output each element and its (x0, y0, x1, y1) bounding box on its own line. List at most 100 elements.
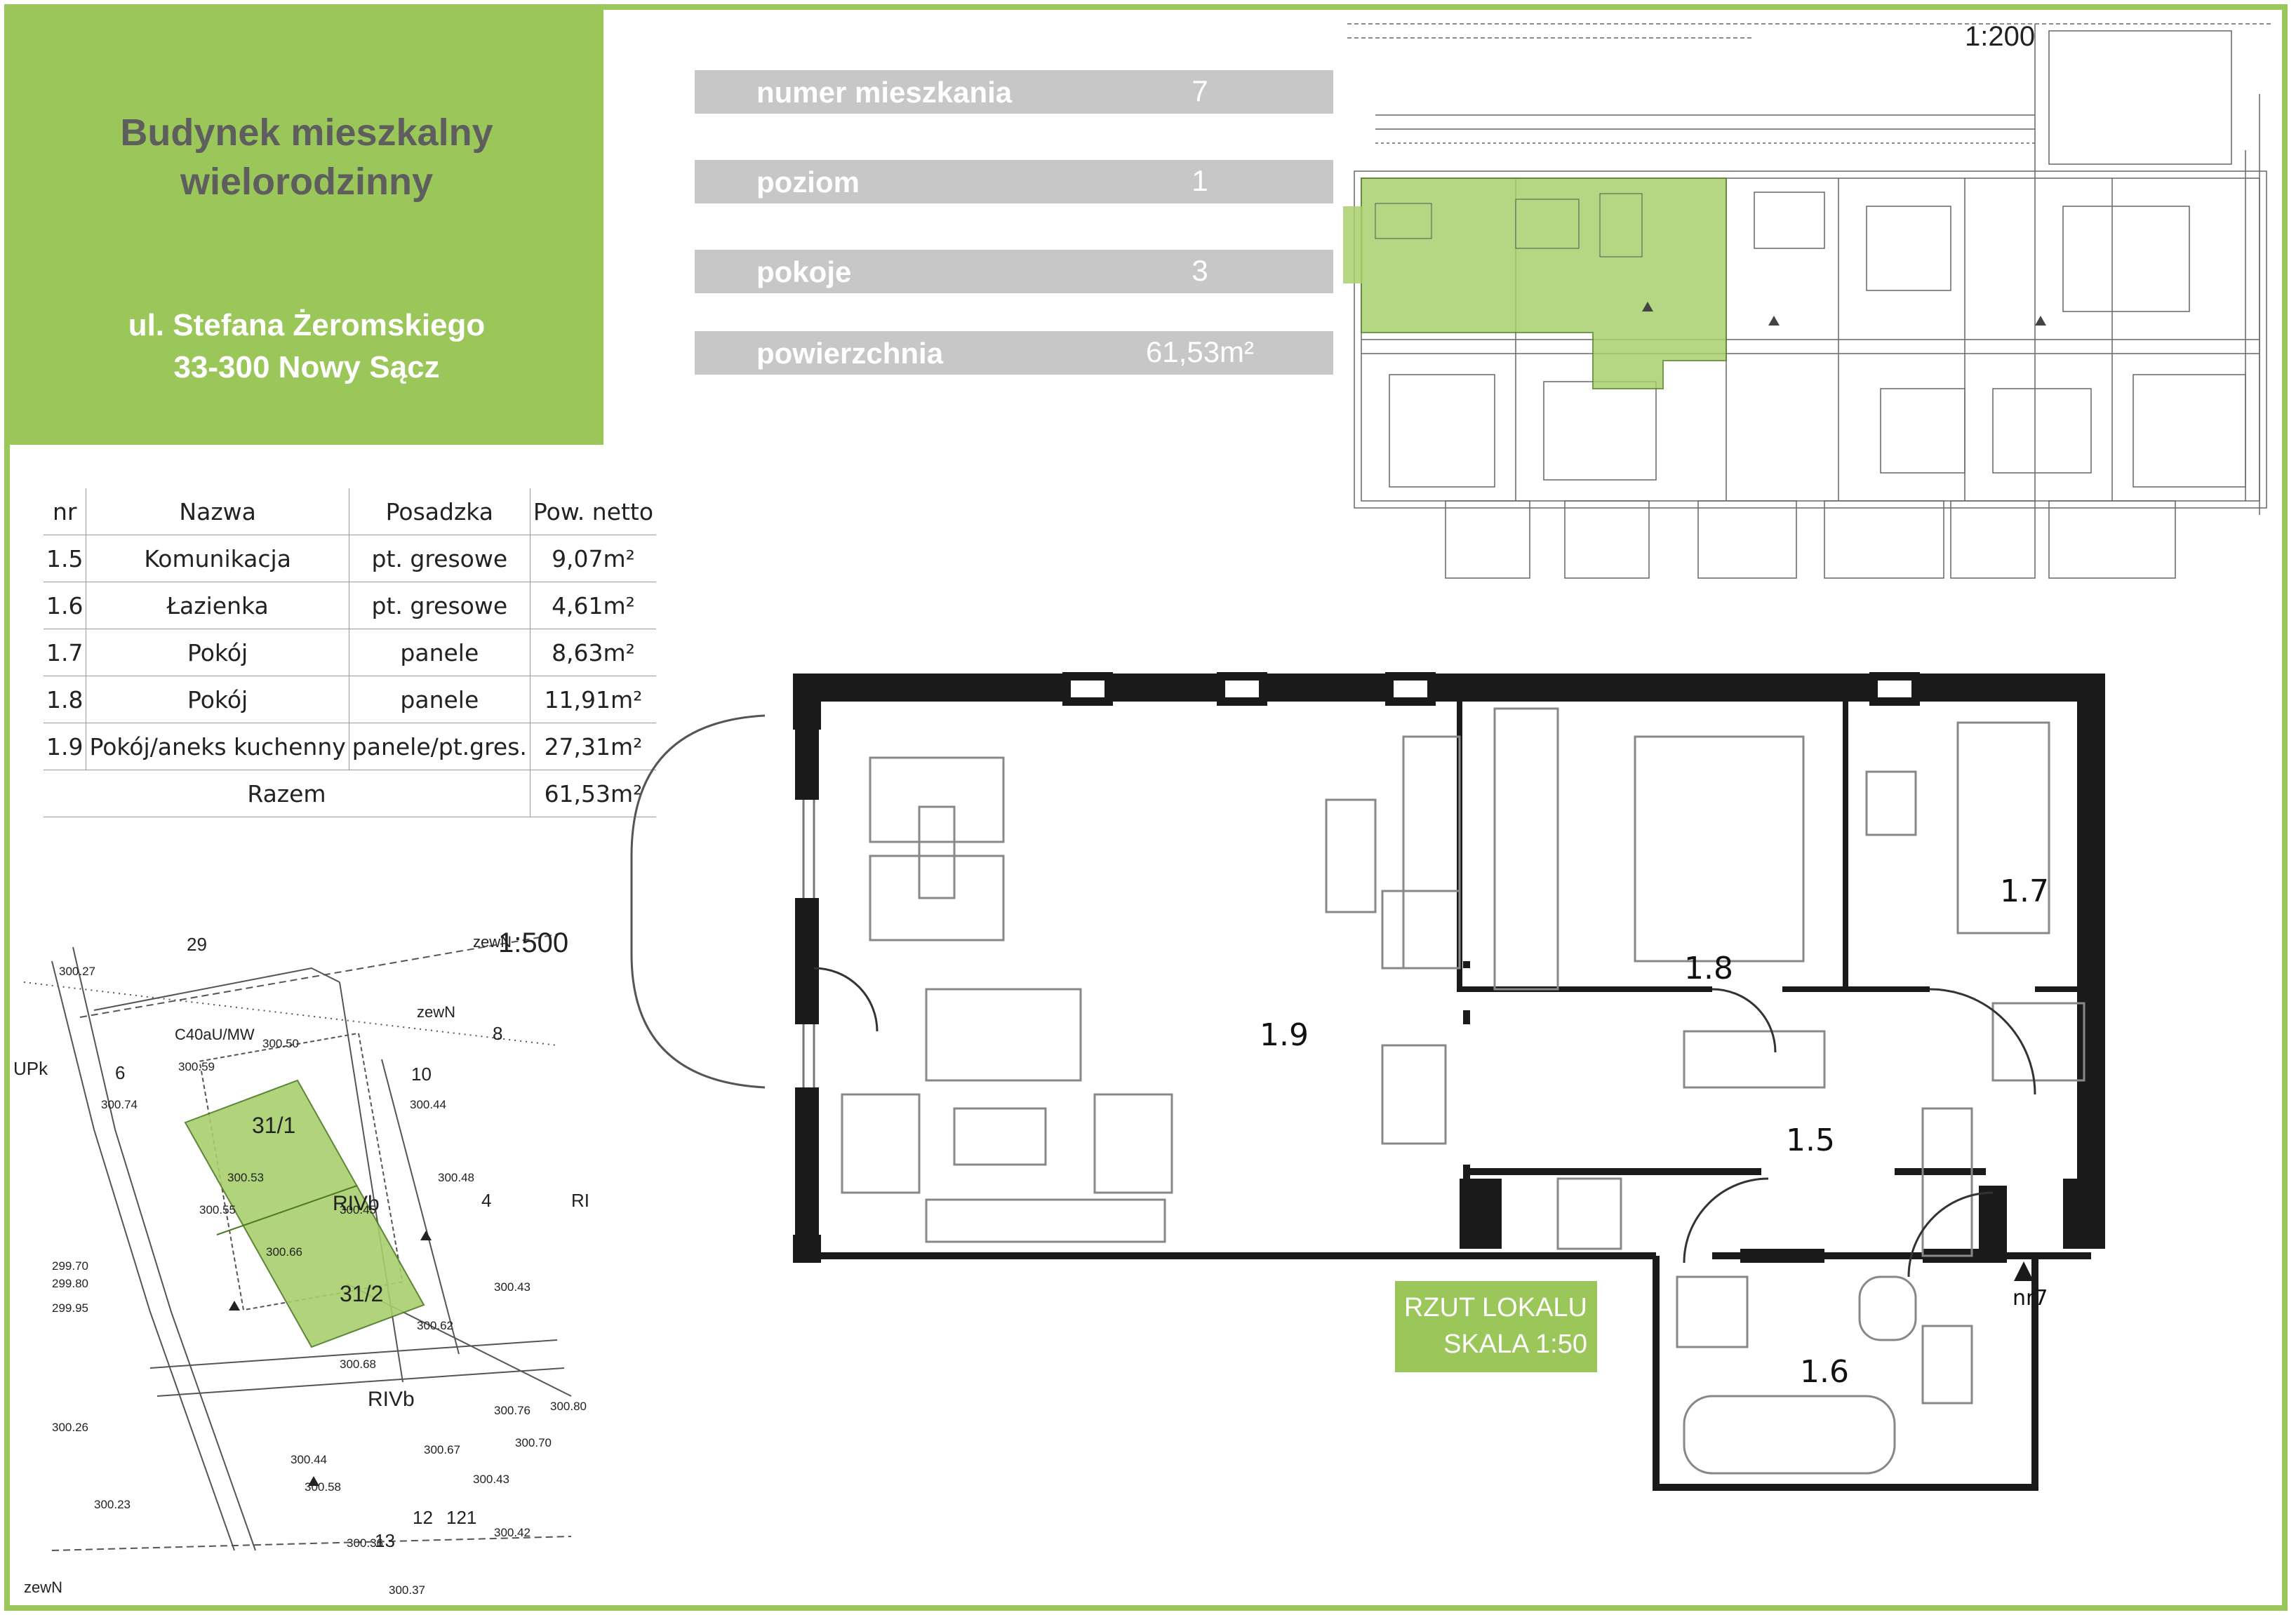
room-area: 9,07m² (529, 535, 657, 582)
room-name: Pokój/aneks kuchenny (86, 723, 349, 770)
info-value: 61,53m² (1145, 335, 1255, 368)
room-floor: panele (348, 676, 530, 723)
room-label: 1.9 (1260, 1017, 1309, 1053)
room-label: 1.5 (1786, 1123, 1835, 1158)
soil-class: RIVb (368, 1388, 415, 1411)
site-label: 4 (481, 1190, 491, 1211)
height-mark: 300.70 (515, 1436, 552, 1449)
parcel-number: 31/1 (252, 1113, 295, 1138)
room-floor: pt. gresowe (348, 582, 530, 629)
height-mark: 300.26 (52, 1421, 88, 1434)
height-mark: 300.68 (340, 1358, 376, 1371)
site-label: 13 (375, 1530, 395, 1551)
height-mark: 300.45 (340, 1203, 376, 1217)
building-floor-plan (1343, 23, 2274, 579)
page-frame (4, 4, 2288, 1611)
info-value: 1 (1192, 164, 1208, 197)
apartment-floor-plan: 1.9 1.8 1.7 1.5 1.6 nr7 (630, 672, 2105, 1491)
entrance-arrow-icon (2014, 1261, 2034, 1281)
room-floor: panele/pt.gres. (348, 723, 530, 770)
room-name: Komunikacja (86, 535, 349, 582)
info-label: powierzchnia (756, 337, 944, 370)
column-header: Posadzka (348, 488, 530, 535)
total-label: Razem (44, 770, 530, 817)
site-plan: 29 6 8 10 4 12 13 121 RI C40aU/MW zewN z… (13, 932, 589, 1597)
room-floor: panele (348, 629, 530, 676)
info-row-area: powierzchnia 61,53m² (695, 331, 1333, 375)
soil-class: RIVb (333, 1192, 380, 1215)
room-label: 1.7 (2000, 873, 2049, 909)
site-label: zewN (417, 1003, 455, 1021)
building-title: Budynek mieszkalny wielorodzinny (10, 108, 603, 206)
info-label: numer mieszkania (756, 76, 1013, 109)
site-label: zewN (473, 933, 512, 951)
room-floor: pt. gresowe (348, 535, 530, 582)
height-mark: 299.80 (52, 1277, 88, 1290)
height-mark: 300.23 (94, 1498, 131, 1511)
height-mark: 300.36 (347, 1536, 383, 1550)
table-row: 1.5 Komunikacja pt. gresowe 9,07m² (44, 535, 657, 582)
entrance-label: nr7 (2013, 1286, 2048, 1311)
height-mark: 300.76 (494, 1404, 530, 1417)
height-mark: 300.44 (291, 1453, 327, 1466)
address: ul. Stefana Żeromskiego 33-300 Nowy Sącz (10, 304, 603, 389)
height-mark: 300.66 (266, 1245, 302, 1259)
stamp-line2: SKALA 1:50 (1443, 1329, 1587, 1359)
stamp-line1: RZUT LOKALU (1403, 1293, 1587, 1322)
height-mark: 300.67 (424, 1443, 460, 1456)
info-value: 7 (1192, 74, 1208, 107)
info-label: pokoje (756, 255, 852, 288)
info-label: poziom (756, 166, 860, 199)
height-mark: 300.27 (59, 965, 95, 978)
column-header: Nazwa (86, 488, 349, 535)
height-mark: 299.95 (52, 1301, 88, 1315)
address-line2: 33-300 Nowy Sącz (173, 350, 440, 384)
room-area: 4,61m² (529, 582, 657, 629)
site-label: C40aU/MW (175, 1026, 255, 1043)
site-label: 121 (446, 1507, 476, 1528)
total-area: 61,53m² (529, 770, 657, 817)
height-mark: 300.44 (410, 1098, 446, 1111)
room-name: Pokój (86, 676, 349, 723)
height-mark: 300.37 (389, 1583, 425, 1597)
height-mark: 300.80 (550, 1400, 587, 1413)
room-number: 1.5 (44, 535, 87, 582)
site-label: 10 (411, 1064, 432, 1085)
title-block: Budynek mieszkalny wielorodzinny ul. Ste… (10, 10, 603, 445)
info-row-apartment-number: numer mieszkania 7 (695, 70, 1333, 114)
address-line1: ul. Stefana Żeromskiego (128, 308, 486, 342)
site-label: 29 (187, 934, 207, 955)
site-label: zewN (24, 1579, 62, 1596)
table-row: 1.6 Łazienka pt. gresowe 4,61m² (44, 582, 657, 629)
site-label: 12 (413, 1507, 433, 1528)
room-label: 1.6 (1800, 1354, 1849, 1390)
height-mark: 300.50 (262, 1037, 299, 1050)
room-number: 1.7 (44, 629, 87, 676)
height-mark: 300.59 (178, 1060, 215, 1073)
height-mark: 300.43 (473, 1473, 509, 1486)
site-label: RI (571, 1190, 589, 1211)
height-mark: 300.58 (305, 1480, 341, 1494)
room-name: Pokój (86, 629, 349, 676)
parcel-number: 31/2 (340, 1281, 383, 1306)
room-number: 1.9 (44, 723, 87, 770)
height-mark: 300.74 (101, 1098, 138, 1111)
building-title-line2: wielorodzinny (180, 161, 434, 203)
table-row: 1.7 Pokój panele 8,63m² (44, 629, 657, 676)
room-area: 27,31m² (529, 723, 657, 770)
plan-scale-stamp: RZUT LOKALU SKALA 1:50 (1395, 1281, 1597, 1372)
height-mark: 300.48 (438, 1171, 474, 1184)
column-header: nr (44, 488, 87, 535)
height-mark: 300.42 (494, 1526, 530, 1539)
height-mark: 300.62 (417, 1319, 453, 1332)
info-row-rooms: pokoje 3 (695, 250, 1333, 293)
site-label: 6 (115, 1062, 125, 1083)
height-mark: 299.70 (52, 1259, 88, 1273)
height-mark: 300.55 (199, 1203, 236, 1217)
room-area: 8,63m² (529, 629, 657, 676)
table-row: 1.9 Pokój/aneks kuchenny panele/pt.gres.… (44, 723, 657, 770)
site-label: UPk (13, 1058, 48, 1079)
building-plan-scale: 1:200 (1965, 21, 2036, 52)
site-label: 8 (493, 1023, 502, 1044)
site-plan-scale: 1:500 (498, 927, 569, 958)
